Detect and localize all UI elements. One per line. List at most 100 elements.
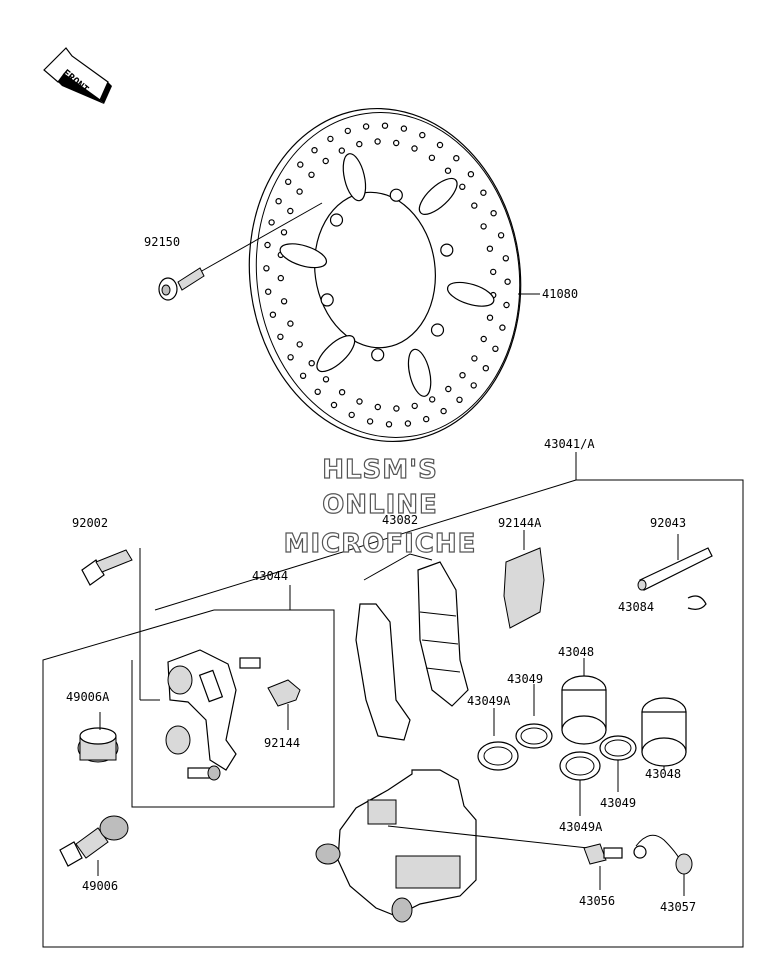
disc-bolt-hole (430, 323, 445, 337)
disc-hole (338, 389, 346, 396)
part-label-43048-b[interactable]: 43048 (645, 767, 681, 781)
part-label-92043[interactable]: 92043 (650, 516, 686, 530)
part-label-43049-a[interactable]: 43049 (507, 672, 543, 686)
part-label-92150[interactable]: 92150 (144, 235, 180, 249)
disc-bolt-hole (440, 243, 454, 257)
seal-43049-a[interactable] (515, 684, 553, 749)
brake-pads[interactable] (355, 553, 469, 741)
disc-hole (453, 154, 460, 162)
seal-43049a-b[interactable] (559, 751, 601, 816)
disc-hole (429, 396, 436, 403)
disc-hole (503, 301, 510, 309)
disc-hole (445, 385, 452, 393)
disc-hole (411, 402, 418, 410)
watermark-line3: MICROFICHE (284, 529, 477, 559)
disc-hole (480, 189, 487, 196)
disc-hole (486, 245, 494, 252)
disc-hole (280, 298, 288, 305)
part-label-49006[interactable]: 49006 (82, 879, 118, 893)
disc-hole (400, 125, 408, 132)
piston-43048-a[interactable] (561, 658, 607, 745)
disc-hole (486, 314, 494, 321)
disc-hole (490, 268, 497, 276)
disc-hole (287, 354, 294, 361)
part-label-43082[interactable]: 43082 (382, 513, 418, 527)
disc-hole (356, 398, 363, 405)
disc-hole (381, 122, 389, 129)
caliper-bolt-92002[interactable] (81, 548, 160, 701)
disc-hole (480, 223, 487, 230)
disc-slot (407, 348, 432, 397)
bleeder-cap-43057[interactable] (633, 834, 693, 896)
disc-hole (411, 145, 418, 152)
disc-hole (308, 360, 315, 367)
disc-hole (393, 405, 400, 412)
disc-hole (275, 197, 282, 205)
part-label-41080[interactable]: 41080 (542, 287, 578, 301)
disc-hole (322, 157, 329, 165)
disc-hole (404, 420, 412, 427)
disc-hole (287, 207, 294, 215)
part-label-43056[interactable]: 43056 (579, 894, 615, 908)
disc-hole (287, 320, 294, 327)
disc-hole (490, 209, 497, 217)
disc-hole (492, 345, 499, 352)
pad-pin-92043[interactable] (637, 534, 713, 610)
part-label-43049-b[interactable]: 43049 (600, 796, 636, 810)
disc-hole (327, 135, 334, 143)
caliper-bracket[interactable] (165, 649, 261, 781)
front-arrow-icon: FRONT (43, 47, 112, 104)
watermark-line1: HLSM'S (322, 455, 438, 485)
bleeder-valve-43056[interactable] (583, 843, 623, 890)
part-label-43049a-a[interactable]: 43049A (467, 694, 511, 708)
disc-hole (423, 415, 430, 423)
disc-hole (366, 418, 374, 425)
disc-bolt-92150[interactable] (158, 202, 323, 301)
disc-hole (344, 127, 351, 135)
disc-hole (322, 376, 330, 383)
disc-hole (356, 140, 363, 148)
watermark-line2: ONLINE (322, 490, 438, 520)
disc-hole (330, 401, 338, 409)
disc-hole (314, 388, 321, 395)
disc-hole (362, 123, 370, 130)
part-label-92144[interactable]: 92144 (264, 736, 300, 750)
part-label-43057[interactable]: 43057 (660, 900, 696, 914)
piston-43048-b[interactable] (641, 697, 687, 770)
disc-hole (504, 278, 511, 285)
disc-hole (263, 265, 270, 272)
part-label-92002[interactable]: 92002 (72, 516, 108, 530)
part-label-49006a[interactable]: 49006A (66, 690, 110, 704)
brake-disc[interactable] (228, 91, 542, 459)
part-label-92144a[interactable]: 92144A (498, 516, 542, 530)
disc-hole (296, 341, 303, 348)
disc-hole (497, 232, 505, 239)
disc-hole (482, 365, 489, 372)
disc-hole (277, 274, 284, 282)
seal-43049a-a[interactable] (477, 708, 519, 771)
pad-shim-92144a[interactable] (503, 530, 545, 629)
seal-43049-b[interactable] (599, 735, 637, 792)
disc-bolt-hole (320, 293, 334, 307)
disc-hole (470, 382, 477, 389)
disc-hole (374, 138, 381, 145)
disc-slot (418, 177, 458, 215)
caliper-body[interactable] (315, 769, 589, 923)
part-label-43041a[interactable]: 43041/A (544, 437, 595, 451)
disc-bolt-hole (389, 188, 403, 202)
dust-boot-49006a[interactable] (77, 712, 119, 763)
disc-hole (459, 372, 466, 379)
disc-hole (467, 170, 475, 178)
disc-hole (385, 421, 393, 428)
part-label-43049a-b[interactable]: 43049A (559, 820, 603, 834)
part-label-43048-a[interactable]: 43048 (558, 645, 594, 659)
disc-hole (374, 403, 381, 411)
part-label-43084[interactable]: 43084 (618, 600, 654, 614)
disc-hole (277, 333, 284, 340)
pad-spring-92144[interactable] (267, 679, 301, 730)
disc-hole (299, 372, 307, 379)
slide-pin-49006[interactable] (59, 815, 129, 876)
disc-hole (459, 183, 466, 190)
part-label-43044[interactable]: 43044 (252, 569, 288, 583)
